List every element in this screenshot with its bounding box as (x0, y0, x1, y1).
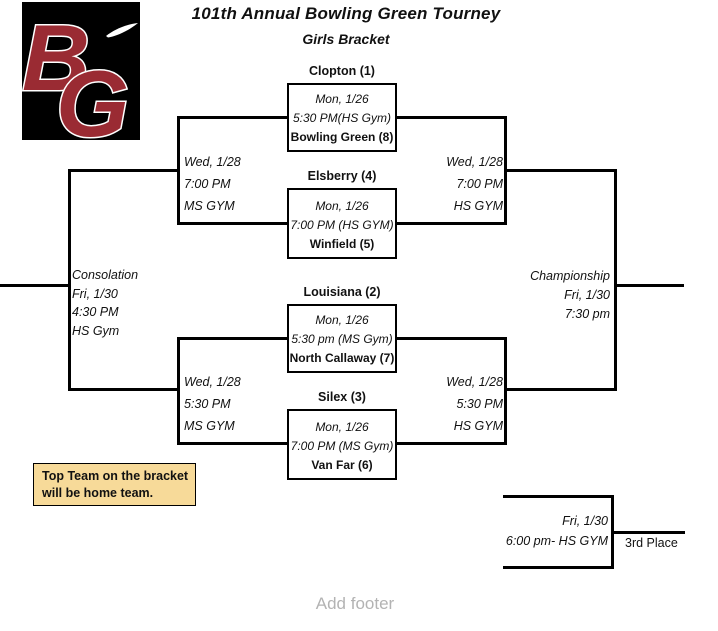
sf-lt-time: 7:00 PM (184, 177, 231, 191)
semifinal-right-top-winner-line (504, 169, 617, 172)
game2-date: Mon, 1/26 (315, 199, 369, 213)
sf-lb-date: Wed, 1/28 (184, 375, 241, 389)
sf-rb-venue: HS GYM (453, 419, 503, 433)
third-place-info: Fri, 1/30 6:00 pm- HS GYM (452, 512, 608, 551)
sf-lb-venue: MS GYM (184, 419, 235, 433)
third-place-date: Fri, 1/30 (562, 514, 608, 528)
third-place-label: 3rd Place (625, 536, 678, 550)
semifinal-left-top-info: Wed, 1/28 7:00 PM MS GYM (184, 151, 241, 217)
page-subtitle: Girls Bracket (302, 31, 390, 47)
third-place-winner-line (611, 531, 685, 534)
sf-lb-time: 5:30 PM (184, 397, 231, 411)
championship-date: Fri, 1/30 (564, 288, 610, 302)
logo-letter-b: B (22, 5, 90, 110)
game4-left-connector (178, 442, 287, 445)
championship-bracket (614, 169, 617, 391)
game4-right-connector (397, 442, 505, 445)
seed-elsberry: Elsberry (4) (307, 169, 377, 183)
seed-van-far: Van Far (6) (311, 458, 373, 472)
consolation-date: Fri, 1/30 (72, 286, 118, 301)
note-line2: will be home team. (42, 486, 154, 500)
championship-winner-line (614, 284, 684, 287)
semifinal-right-top-info: Wed, 1/28 7:00 PM HS GYM (400, 151, 503, 217)
game3-date: Mon, 1/26 (315, 313, 369, 327)
seed-clopton: Clopton (1) (309, 64, 375, 78)
consolation-label: Consolation (72, 268, 139, 282)
game1-time: 5:30 PM(HS Gym) (292, 111, 391, 125)
game2-right-connector (397, 222, 505, 225)
game2-left-connector (178, 222, 287, 225)
third-place-bottom-line (503, 566, 614, 569)
game3-box: Mon, 1/26 5:30 pm (MS Gym) North Callawa… (287, 304, 397, 373)
seed-north-callaway: North Callaway (7) (289, 351, 395, 365)
game1-box: Mon, 1/26 5:30 PM(HS Gym) Bowling Green … (287, 83, 397, 152)
sf-rb-time: 5:30 PM (456, 397, 503, 411)
third-place-top-line (503, 495, 614, 498)
sf-rt-venue: HS GYM (453, 199, 503, 213)
game4-box: Mon, 1/26 7:00 PM (MS Gym) Van Far (6) (287, 409, 397, 480)
consolation-time: 4:30 PM (72, 305, 119, 319)
semifinal-left-bottom-bracket (177, 337, 180, 445)
game4-date: Mon, 1/26 (315, 420, 369, 434)
sf-rt-date: Wed, 1/28 (446, 155, 503, 169)
seed-bowling-green: Bowling Green (8) (290, 130, 394, 144)
add-footer-placeholder[interactable]: Add footer (315, 594, 395, 613)
game3-time: 5:30 pm (MS Gym) (291, 332, 393, 346)
bg-letters-graphic: B G (21, 4, 138, 158)
header: 101th Annual Bowling Green Tourney Girls… (0, 4, 692, 47)
third-place-time: 6:00 pm- HS GYM (505, 533, 608, 548)
consolation-venue: HS Gym (72, 323, 120, 338)
sf-lt-date: Wed, 1/28 (184, 155, 241, 169)
game3-right-connector (397, 337, 505, 340)
consolation-info: Consolation Fri, 1/30 4:30 PM HS Gym (72, 266, 138, 340)
page-title: 101th Annual Bowling Green Tourney (191, 4, 501, 23)
game1-left-connector (178, 116, 287, 119)
home-team-note: Top Team on the bracket will be home tea… (33, 463, 196, 506)
game4-time: 7:00 PM (MS Gym) (290, 439, 394, 453)
bowling-green-logo: B G (21, 2, 140, 158)
nike-swoosh-icon (106, 23, 138, 38)
semifinal-right-bottom-info: Wed, 1/28 5:30 PM HS GYM (400, 371, 503, 437)
semifinal-left-top-winner-line (68, 169, 178, 172)
semifinal-right-bottom-bracket (504, 337, 507, 445)
consolation-winner-line (0, 284, 70, 287)
sf-rb-date: Wed, 1/28 (446, 375, 503, 389)
note-line1: Top Team on the bracket (42, 469, 189, 483)
game1-right-connector (397, 116, 505, 119)
consolation-bracket (68, 169, 71, 391)
game1-date: Mon, 1/26 (315, 92, 369, 106)
game2-box: Mon, 1/26 7:00 PM (HS GYM) Winfield (5) (287, 188, 397, 259)
logo-letter-g: G (56, 51, 129, 140)
seed-silex: Silex (3) (318, 390, 366, 404)
championship-label: Championship (530, 269, 610, 283)
semifinal-left-bottom-winner-line (68, 388, 178, 391)
semifinal-right-bottom-winner-line (504, 388, 617, 391)
sf-rt-time: 7:00 PM (456, 177, 503, 191)
championship-time: 7:30 pm (564, 307, 610, 321)
seed-louisiana: Louisiana (2) (303, 285, 381, 299)
championship-info: Championship Fri, 1/30 7:30 pm (470, 267, 610, 324)
game3-left-connector (178, 337, 287, 340)
seed-winfield: Winfield (5) (309, 237, 375, 251)
semifinal-left-bottom-info: Wed, 1/28 5:30 PM MS GYM (184, 371, 241, 437)
game2-time: 7:00 PM (HS GYM) (290, 218, 394, 232)
sf-lt-venue: MS GYM (184, 199, 235, 213)
semifinal-left-top-bracket (177, 116, 180, 225)
